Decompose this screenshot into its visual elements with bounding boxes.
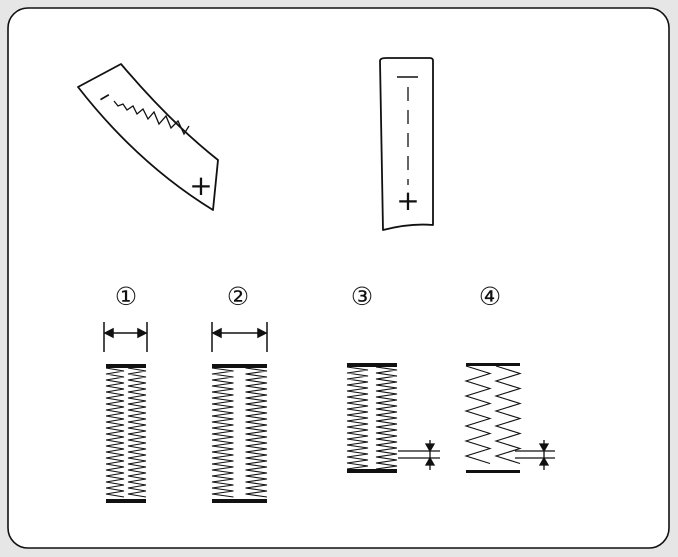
bartack-bottom	[212, 499, 267, 503]
right-zigzag-column	[375, 366, 398, 470]
bartack-bottom	[347, 469, 397, 473]
left-zigzag-column	[464, 365, 492, 465]
density-marker-4	[515, 440, 555, 470]
bartack-bottom	[106, 499, 146, 503]
left-zigzag-column	[105, 367, 125, 498]
width-dial-zigzag-scale	[113, 100, 190, 136]
stitch-length-dial: +	[379, 57, 434, 231]
width-dial-plus-label: +	[189, 169, 212, 202]
sample-number-4: ④	[479, 282, 501, 311]
buttonhole-sample-1	[105, 364, 147, 503]
bartack-top	[106, 364, 146, 368]
width-arrow-2	[211, 322, 268, 352]
sample-number-1: ①	[115, 282, 137, 311]
width-dial-outline	[77, 63, 219, 211]
density-marker-3	[398, 440, 440, 470]
left-zigzag-column	[346, 366, 369, 470]
length-dial-outline	[379, 57, 434, 231]
right-zigzag-column	[245, 367, 268, 498]
buttonhole-sample-2	[211, 364, 268, 503]
right-zigzag-column	[494, 365, 522, 465]
bartack-bottom	[466, 470, 520, 473]
bartack-top	[212, 364, 267, 368]
sample-number-3: ③	[351, 282, 373, 311]
left-zigzag-column	[211, 367, 234, 498]
buttonhole-sample-4	[464, 363, 522, 473]
length-dial-plus-label: +	[396, 184, 419, 217]
stitch-width-dial: – +	[77, 63, 219, 211]
width-arrow-1	[103, 322, 148, 352]
bartack-top	[347, 363, 397, 367]
sample-number-2: ②	[227, 282, 249, 311]
bartack-top	[466, 363, 520, 366]
right-zigzag-column	[127, 367, 147, 498]
buttonhole-sample-3	[346, 363, 398, 473]
